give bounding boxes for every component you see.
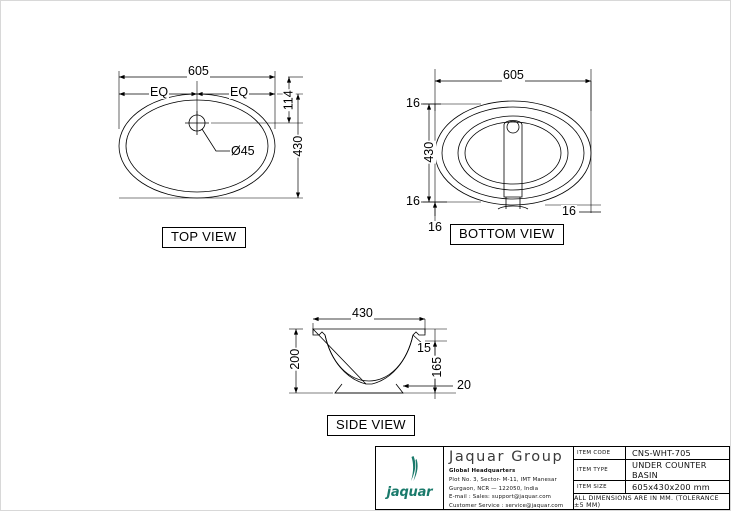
company-address-line-3: Gurgaon, NCR — 122050, India: [449, 485, 539, 492]
company-email-sales: E-mail : Sales: support@jaquar.com: [449, 494, 552, 501]
dim-bottom-under: 16: [427, 220, 443, 234]
company-info: Jaquar Group Global Headquarters Plot No…: [444, 447, 574, 509]
company-address-line-1: Global Headquarters: [449, 468, 516, 475]
table-row: ITEM CODE CNS-WHT-705: [574, 447, 729, 460]
bottom-view-overflow-channel: [497, 120, 529, 210]
dim-bottom-right: 16: [561, 204, 577, 218]
company-name: Jaquar Group: [449, 449, 564, 465]
company-address-line-2: Plot No. 3, Sector- M-11, IMT Manesar: [449, 476, 557, 483]
item-size-value: 605x430x200 mm: [632, 482, 710, 492]
item-size-label: ITEM SIZE: [574, 481, 626, 493]
view-label-side: SIDE VIEW: [327, 415, 415, 437]
dim-side-base-height: 20: [456, 378, 472, 392]
item-code-value: CNS-WHT-705: [632, 448, 691, 458]
dim-top-eq-right: EQ: [229, 85, 250, 99]
dim-side-bowl-depth: 165: [430, 355, 445, 379]
dim-top-hole-diameter: Ø45: [230, 144, 256, 158]
title-block: jaquar Jaquar Group Global Headquarters …: [375, 446, 730, 510]
item-spec-table: ITEM CODE CNS-WHT-705 ITEM TYPE UNDER CO…: [574, 447, 729, 509]
dim-side-total-height: 200: [288, 347, 303, 371]
bottom-view-geometry: [434, 100, 592, 206]
table-row: ITEM TYPE UNDER COUNTER BASIN: [574, 460, 729, 481]
dim-top-hole-offset: 114: [281, 89, 296, 112]
tolerance-note: ALL DIMENSIONS ARE IN MM. (TOLERANCE ±5 …: [574, 494, 719, 509]
dim-bottom-bottom-left: 16: [405, 194, 421, 208]
item-type-label: ITEM TYPE: [574, 460, 626, 480]
dim-top-width: 605: [187, 64, 210, 78]
table-row: ITEM SIZE 605x430x200 mm: [574, 481, 729, 494]
item-type-value: UNDER COUNTER BASIN: [632, 460, 707, 480]
brand-logo: jaquar: [376, 447, 444, 509]
item-code-label: ITEM CODE: [574, 447, 626, 459]
dim-bottom-width: 605: [502, 68, 525, 82]
side-view-geometry: [312, 328, 426, 394]
dim-top-eq-left: EQ: [149, 85, 170, 99]
company-email-service: Customer Service : service@jaquar.com: [449, 503, 564, 510]
view-label-top: TOP VIEW: [162, 227, 246, 249]
dim-top-depth: 430: [291, 134, 306, 158]
dim-bottom-top-left: 16: [405, 96, 421, 110]
dim-side-rim-thickness: 15: [416, 341, 432, 355]
hole-leader-line: [201, 128, 230, 152]
dim-bottom-height: 430: [422, 140, 437, 164]
brand-wordmark: jaquar: [386, 485, 433, 500]
dim-side-top-width: 430: [351, 306, 374, 320]
view-label-bottom: BOTTOM VIEW: [450, 224, 564, 246]
jaquar-swoosh-logo-icon: [397, 454, 423, 484]
